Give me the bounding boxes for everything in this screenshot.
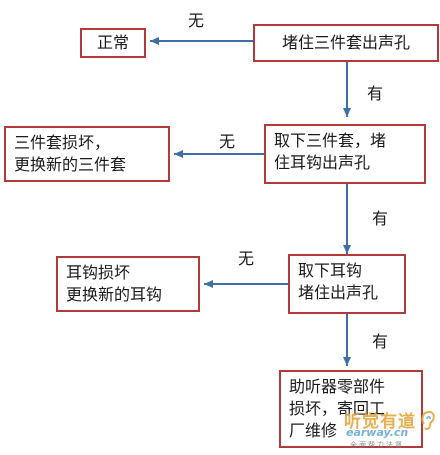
watermark: 听觉有道 earway.cn 全面帮力法督 (324, 404, 440, 455)
edge-label-no-2: 无 (219, 132, 236, 151)
edge-label-yes-3: 有 (372, 332, 389, 351)
edge-label-yes-2: 有 (372, 209, 389, 228)
node-parts-broken-line-2: 损坏，寄回工 (289, 399, 386, 418)
watermark-brand: 听觉有道 (344, 412, 416, 432)
node-remove-hook: 取下耳钩 堵住出声孔 (288, 254, 406, 314)
node-normal: 正常 (80, 28, 146, 58)
edge-label-no-1: 无 (188, 11, 205, 30)
watermark-site: earway.cn (346, 426, 409, 439)
node-parts-broken: 助听器零部件 损坏，寄回工 厂维修 (279, 370, 423, 448)
node-hook-broken-line-2: 更换新的耳钩 (66, 285, 163, 304)
node-remove-sleeve: 取下三件套，堵 住耳钩出声孔 (264, 124, 426, 184)
ear-logo-icon (421, 410, 435, 430)
node-plug-sleeve-text: 堵住三件套出声孔 (281, 33, 410, 52)
node-hook-broken-line-1: 耳钩损坏 (66, 263, 131, 282)
node-hook-broken: 耳钩损坏 更换新的耳钩 (56, 256, 200, 312)
node-parts-broken-line-3: 厂维修 (289, 421, 338, 440)
watermark-tagline: 全面帮力法督 (350, 441, 404, 449)
node-remove-sleeve-line-1: 取下三件套，堵 (274, 131, 387, 150)
node-remove-sleeve-line-2: 住耳钩出声孔 (274, 153, 371, 172)
edge-label-no-3: 无 (238, 249, 255, 268)
node-sleeve-broken: 三件套损坏， 更换新的三件套 (4, 126, 170, 182)
edge-label-yes-1: 有 (367, 84, 384, 103)
node-sleeve-broken-line-2: 更换新的三件套 (14, 155, 127, 174)
node-parts-broken-line-1: 助听器零部件 (289, 377, 386, 396)
node-remove-hook-line-1: 取下耳钩 (298, 261, 363, 280)
node-plug-sleeve: 堵住三件套出声孔 (253, 24, 439, 62)
node-remove-hook-line-2: 堵住出声孔 (298, 283, 379, 302)
node-normal-text: 正常 (96, 33, 129, 52)
node-sleeve-broken-line-1: 三件套损坏， (14, 133, 111, 152)
